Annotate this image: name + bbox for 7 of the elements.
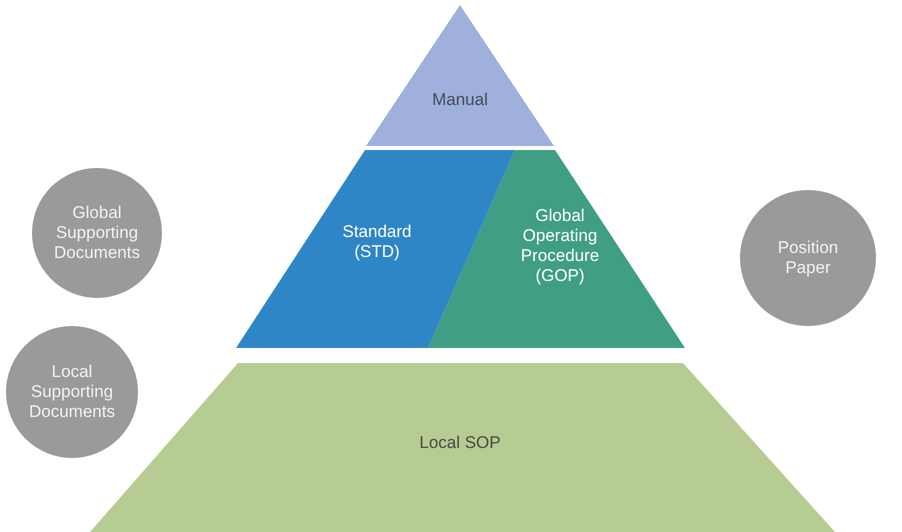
- segment-label: Position Paper: [776, 238, 840, 278]
- segment-label: Global Operating Procedure (GOP): [520, 206, 600, 286]
- segment-label: Manual: [431, 90, 489, 110]
- segment-label: Global Supporting Documents: [53, 203, 141, 263]
- segment-label: Standard (STD): [342, 222, 412, 262]
- segment-label: Local Supporting Documents: [28, 362, 116, 422]
- segment-label: Local SOP: [418, 433, 502, 453]
